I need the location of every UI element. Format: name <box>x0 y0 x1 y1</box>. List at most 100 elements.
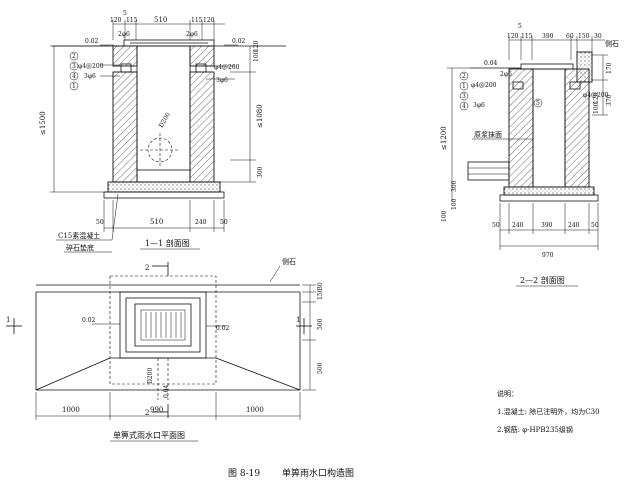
s2-dim-120: 120 <box>507 33 519 40</box>
s1-marker-4: 4 <box>69 71 79 81</box>
s2-rebar-right: φ4@200 <box>583 92 609 99</box>
plan-right-150: 150 <box>317 288 324 300</box>
s2-slope: 0.04 <box>484 60 498 67</box>
plan-view: 2 侧石 0.02 <box>6 257 324 442</box>
s2-dim-390: 390 <box>542 33 554 40</box>
plan-pipe: D200 <box>147 368 154 384</box>
s1-rebar-right-2: 3φ6 <box>216 77 228 84</box>
s1-slope-left: 0.02 <box>85 38 99 45</box>
svg-text:1: 1 <box>462 83 466 90</box>
s1-dim-115b: 115 <box>191 17 203 24</box>
plan-title: 单箅式雨水口平面图 <box>113 430 185 440</box>
s2-title: 2—2 剖面图 <box>520 275 565 285</box>
s1-rebar-top-left: 2φ6 <box>118 31 130 38</box>
s2-bottom-50a: 50 <box>492 222 500 229</box>
s2-right-120: 120 <box>593 92 600 104</box>
s2-height: ≤1200 <box>440 126 448 150</box>
s2-rebar-top: 2φ6 <box>500 71 512 78</box>
s2-marker-3: 3 <box>459 91 469 101</box>
s2-dim-150: 150 <box>578 33 590 40</box>
s1-marker-2: 2 <box>69 51 79 61</box>
s2-left-100b: 100 <box>451 198 458 210</box>
s2-bottom-240a: 240 <box>512 222 524 229</box>
s1-bottom-50a: 50 <box>96 219 104 226</box>
s1-right-120: 120 <box>253 40 260 52</box>
s1-marker-1: 1 <box>69 81 79 91</box>
s1-dim-120a: 120 <box>110 17 122 24</box>
s1-rebar-left-2: 3φ6 <box>84 73 96 80</box>
s2-curb: 侧石 <box>605 39 619 48</box>
notes-line-1: 1.混凝土: 除已注明外，均为C30 <box>497 407 600 416</box>
plan-slope-2: 0.02 <box>216 325 230 332</box>
s1-slope-right: 0.02 <box>232 38 246 45</box>
s1-rebar-left: φ4@200 <box>78 63 104 70</box>
s1-marker-3: 3 <box>69 61 79 71</box>
plan-section-right: 1 <box>296 316 300 324</box>
plan-slope-3: 0.04 <box>163 384 170 398</box>
svg-text:1: 1 <box>72 83 76 90</box>
grate-bars <box>145 312 182 338</box>
s1-bottom-510: 510 <box>150 218 163 226</box>
s1-left-height: ≤1500 <box>39 111 47 135</box>
s1-dim-5: 5 <box>123 10 127 17</box>
plan-right-500b: 500 <box>317 362 324 374</box>
notes-line-2: 2.钢筋: φ-HPB235级钢 <box>497 425 573 434</box>
plan-right-500a: 500 <box>317 318 324 330</box>
s1-bottom-50b: 50 <box>220 219 228 226</box>
plan-marker-bottom: 2 <box>145 409 149 417</box>
section-2-2: 5 120 115 390 60 150 30 侧石 0.04 2φ6 φ4@2… <box>440 23 619 287</box>
s1-rebar-top-right: 2φ6 <box>186 31 198 38</box>
s1-right-height: ≤1080 <box>256 104 264 128</box>
plan-bottom-990: 990 <box>150 406 163 414</box>
s2-marker-4: 4 <box>459 101 469 111</box>
plan-bottom-1000b: 1000 <box>246 406 264 414</box>
plan-section-left: 1 <box>6 316 10 324</box>
s1-title: 1—1 剖面图 <box>145 238 190 248</box>
plan-slope-1: 0.02 <box>82 317 96 324</box>
s1-bottom-240: 240 <box>195 219 207 226</box>
svg-text:2: 2 <box>462 73 466 80</box>
svg-text:3: 3 <box>72 63 76 70</box>
plan-bottom-1000a: 1000 <box>62 406 80 414</box>
caption-figure: 图 8-19 <box>228 468 260 479</box>
s2-right-170: 170 <box>606 62 613 74</box>
s1-note-concrete: C15素混凝土 <box>58 231 100 240</box>
s2-bottom-50b: 50 <box>591 222 599 229</box>
caption-text: 单箅雨水口构造图 <box>282 467 354 479</box>
s2-dim-115: 115 <box>521 33 533 40</box>
s2-left-100a: 100 <box>441 210 448 222</box>
s2-dim-5: 5 <box>518 23 522 30</box>
s1-rebar-right: φ4@200 <box>214 64 240 71</box>
s2-dim-60: 60 <box>566 33 574 40</box>
svg-text:3: 3 <box>462 93 466 100</box>
s1-right-100: 100 <box>253 50 260 62</box>
s2-rebar-left: φ4@200 <box>471 82 497 89</box>
s2-marker-1: 1 <box>459 81 469 91</box>
s1-dim-510: 510 <box>154 16 167 24</box>
notes: 说明： 1.混凝土: 除已注明外，均为C30 2.钢筋: φ-HPB235级钢 <box>497 389 600 434</box>
s2-right-370: 370 <box>606 94 613 106</box>
svg-text:2: 2 <box>72 53 76 60</box>
svg-text:4: 4 <box>462 103 466 110</box>
svg-text:4: 4 <box>72 73 76 80</box>
s2-left-300: 300 <box>451 180 458 192</box>
s2-right-100: 100 <box>593 102 600 114</box>
s1-pipe-label: D200 <box>158 111 172 129</box>
s2-bottom-390: 390 <box>541 222 553 229</box>
plan-right-30: 30 <box>317 282 324 290</box>
s2-rebar-left-2: 3φ6 <box>473 102 485 109</box>
s2-marker-2: 2 <box>459 71 469 81</box>
plan-marker-top: 2 <box>145 264 149 272</box>
notes-heading: 说明： <box>497 389 518 398</box>
plan-curb: 侧石 <box>282 257 296 266</box>
s2-marker-5: 5 <box>533 98 543 108</box>
s1-bottom-300: 300 <box>257 166 264 178</box>
s1-dim-115a: 115 <box>126 17 138 24</box>
s2-total: 970 <box>542 252 554 259</box>
s2-mortar: 原浆抹面 <box>474 130 502 139</box>
section-1-1: 5 120 115 510 115 120 0.02 0.02 2φ6 2φ6 <box>39 10 286 253</box>
s2-dim-30: 30 <box>594 33 602 40</box>
svg-text:5: 5 <box>536 100 540 107</box>
